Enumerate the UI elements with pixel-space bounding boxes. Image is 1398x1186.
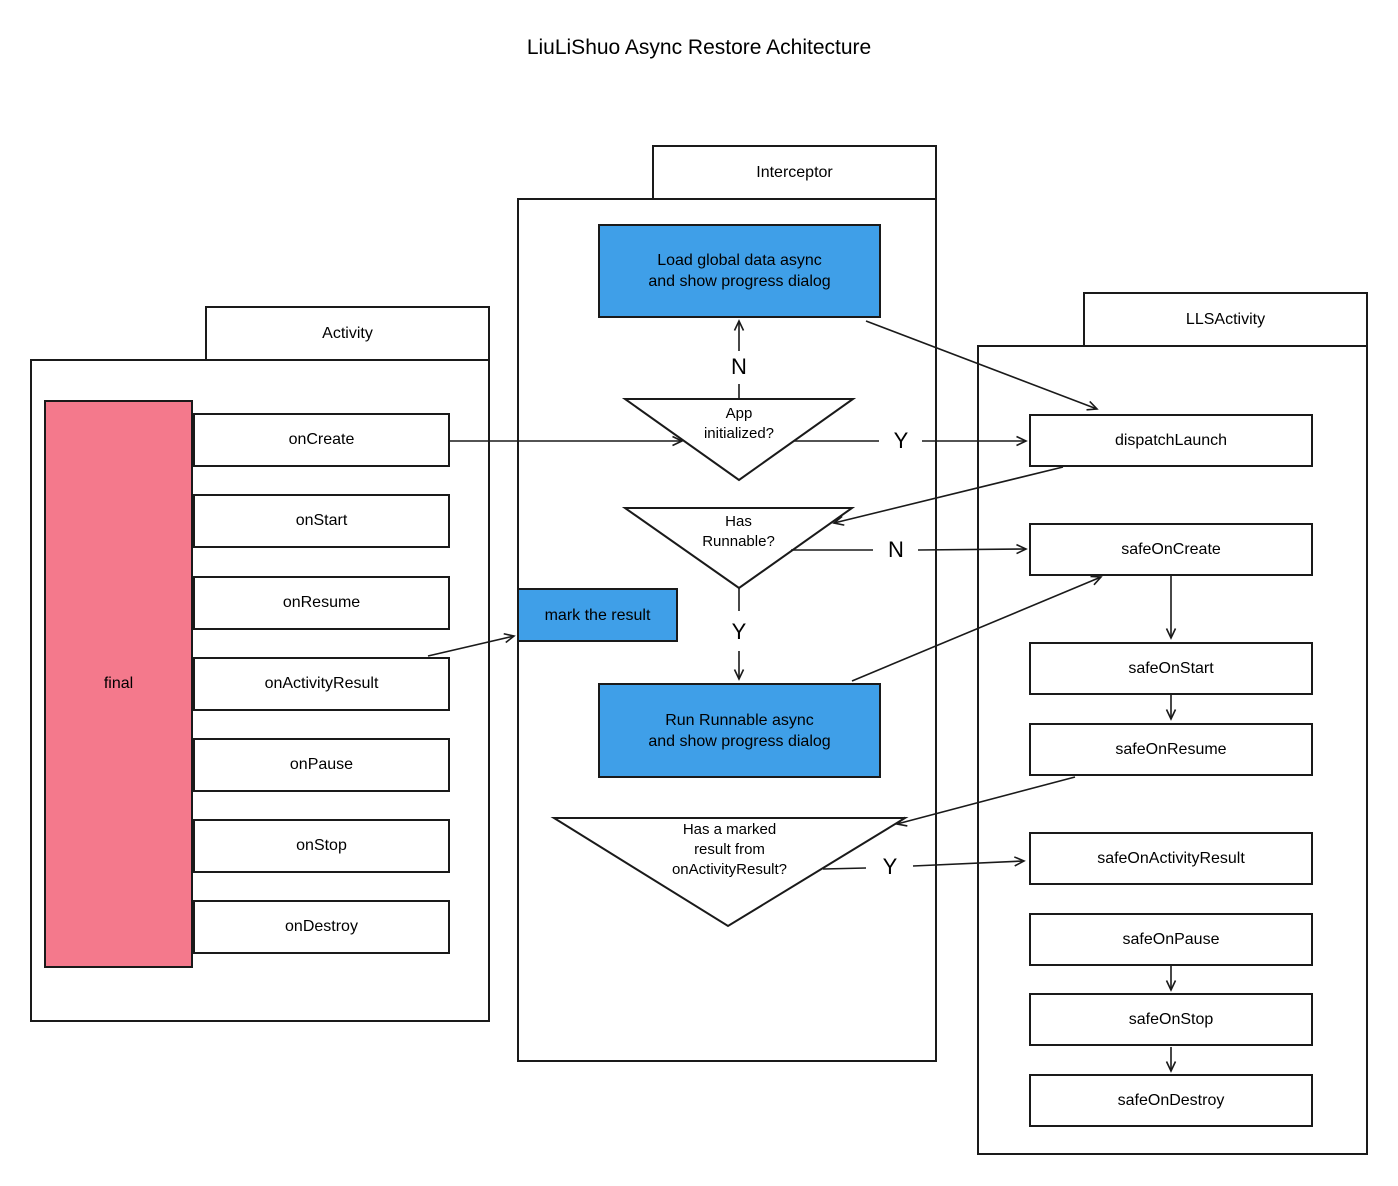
activity-method-onresume: onResume	[193, 576, 450, 630]
activity-method-onpause: onPause	[193, 738, 450, 792]
process-mark-the-result: mark the result	[517, 588, 678, 642]
branch-label-y-has-runnable: Y	[731, 619, 747, 644]
lls-method-safeonresume: safeOnResume	[1029, 723, 1313, 776]
final-label: final	[103, 675, 134, 692]
activity-container	[30, 359, 490, 1022]
activity-tab-label: Activity	[322, 324, 373, 342]
activity-container-tab: Activity	[205, 306, 490, 361]
branch-label-n-has-runnable: N	[888, 537, 904, 562]
lls-method-safeonpause: safeOnPause	[1029, 913, 1313, 966]
activity-method-ondestroy: onDestroy	[193, 900, 450, 954]
process-load-global-data: Load global data async and show progress…	[598, 224, 881, 318]
decision-has-runnable-label: Has Runnable?	[702, 513, 775, 550]
interceptor-tab-label: Interceptor	[756, 163, 833, 181]
lls-method-safeondestroy: safeOnDestroy	[1029, 1074, 1313, 1127]
llsactivity-tab-label: LLSActivity	[1185, 310, 1266, 328]
lls-method-safeoncreate: safeOnCreate	[1029, 523, 1313, 576]
branch-label-y-has-marked: Y	[882, 854, 898, 879]
lls-method-safeonstop: safeOnStop	[1029, 993, 1313, 1046]
lls-method-safeonactivityresult: safeOnActivityResult	[1029, 832, 1313, 885]
process-run-runnable: Run Runnable async and show progress dia…	[598, 683, 881, 778]
llsactivity-container	[977, 345, 1368, 1155]
activity-method-onstop: onStop	[193, 819, 450, 873]
lls-method-dispatchlaunch: dispatchLaunch	[1029, 414, 1313, 467]
lls-method-safeonstart: safeOnStart	[1029, 642, 1313, 695]
decision-has-marked-result-label: Has a marked result from onActivityResul…	[671, 821, 788, 878]
final-block: final	[44, 400, 193, 968]
llsactivity-container-tab: LLSActivity	[1083, 292, 1368, 347]
activity-method-onstart: onStart	[193, 494, 450, 548]
diagram-title: LiuLiShuo Async Restore Achitecture	[526, 36, 872, 59]
branch-label-n-app-init: N	[731, 354, 747, 379]
activity-method-oncreate: onCreate	[193, 413, 450, 467]
activity-method-onactivityresult: onActivityResult	[193, 657, 450, 711]
interceptor-container-tab: Interceptor	[652, 145, 937, 200]
branch-label-y-app-init: Y	[893, 428, 909, 453]
decision-app-initialized-label: App initialized?	[703, 405, 775, 442]
